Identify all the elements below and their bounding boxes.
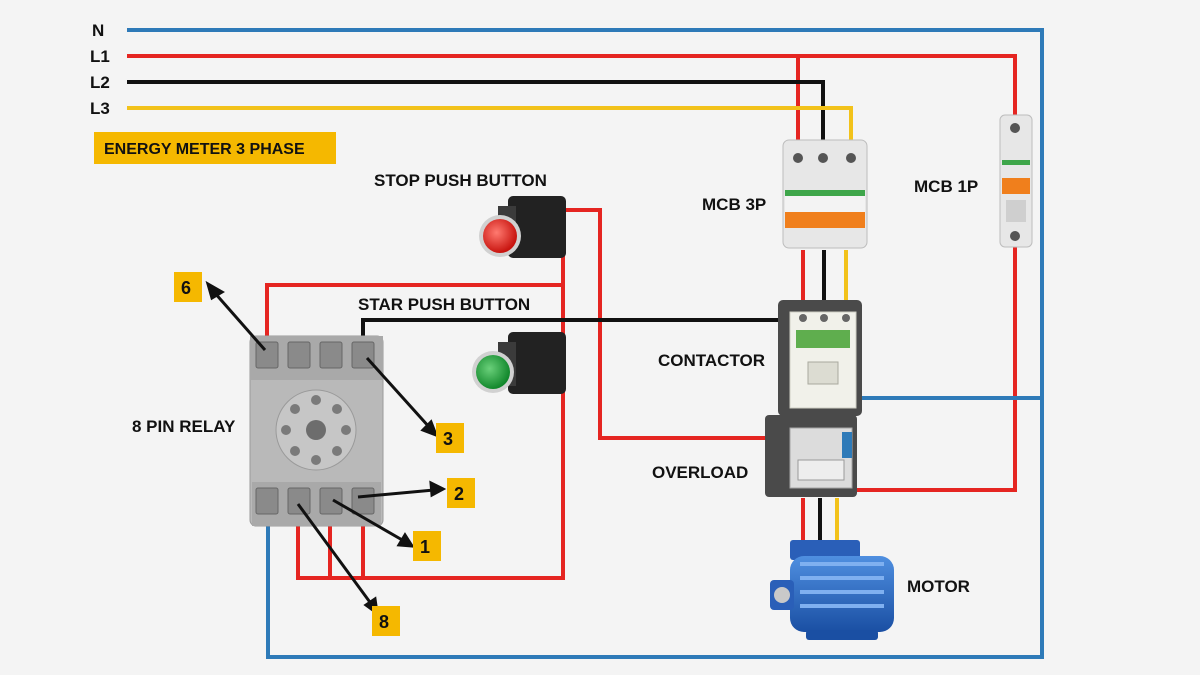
pin-badges: 6 3 2 1 8 xyxy=(174,272,475,636)
pin-badge-6: 6 xyxy=(174,272,202,302)
overload-to-stop-wire xyxy=(565,208,853,440)
l1-wire xyxy=(127,54,1017,120)
relay-pin-holes xyxy=(281,395,351,465)
start-return-wire xyxy=(296,372,565,580)
l3-wire xyxy=(127,106,853,150)
pin-label-6: 6 xyxy=(181,278,191,298)
label-start-button: STAR PUSH BUTTON xyxy=(358,295,530,314)
label-l3: L3 xyxy=(90,99,110,118)
label-motor: MOTOR xyxy=(907,577,970,596)
pin-label-2: 2 xyxy=(454,484,464,504)
pin-label-1: 1 xyxy=(420,537,430,557)
label-contactor: CONTACTOR xyxy=(658,351,765,370)
diagram-title: ENERGY METER 3 PHASE xyxy=(104,141,305,158)
neutral-wire xyxy=(127,28,1044,659)
label-mcb3p: MCB 3P xyxy=(702,195,766,214)
mcb1p-output-wire xyxy=(851,245,1017,492)
pin-badge-3: 3 xyxy=(436,423,464,453)
mcb-3p xyxy=(782,139,868,249)
relay-top-terminals xyxy=(255,341,375,369)
label-l1: L1 xyxy=(90,47,110,66)
label-mcb1p: MCB 1P xyxy=(914,177,978,196)
relay-socket xyxy=(249,335,384,527)
overload-relay xyxy=(765,415,857,497)
relay-bottom-terminals xyxy=(255,487,375,515)
l2-wire xyxy=(127,80,825,150)
mcb-1p xyxy=(999,114,1033,248)
contactor xyxy=(778,300,862,416)
pin-label-3: 3 xyxy=(443,429,453,449)
label-l2: L2 xyxy=(90,73,110,92)
title-badge: ENERGY METER 3 PHASE xyxy=(94,132,336,164)
motor xyxy=(770,540,894,640)
pin-label-8: 8 xyxy=(379,612,389,632)
pin6-wire xyxy=(265,283,565,355)
pin-badge-1: 1 xyxy=(413,531,441,561)
pin-badge-8: 8 xyxy=(372,606,400,636)
stop-push-button[interactable] xyxy=(479,196,566,258)
label-relay: 8 PIN RELAY xyxy=(132,417,236,436)
label-overload: OVERLOAD xyxy=(652,463,748,482)
phase-labels: N L1 L2 L3 xyxy=(90,21,110,118)
label-n: N xyxy=(92,21,104,40)
supply-lines xyxy=(127,28,1044,659)
pin-badge-2: 2 xyxy=(447,478,475,508)
start-push-button[interactable] xyxy=(472,332,566,394)
callout-arrows xyxy=(205,280,447,617)
label-stop-button: STOP PUSH BUTTON xyxy=(374,171,547,190)
